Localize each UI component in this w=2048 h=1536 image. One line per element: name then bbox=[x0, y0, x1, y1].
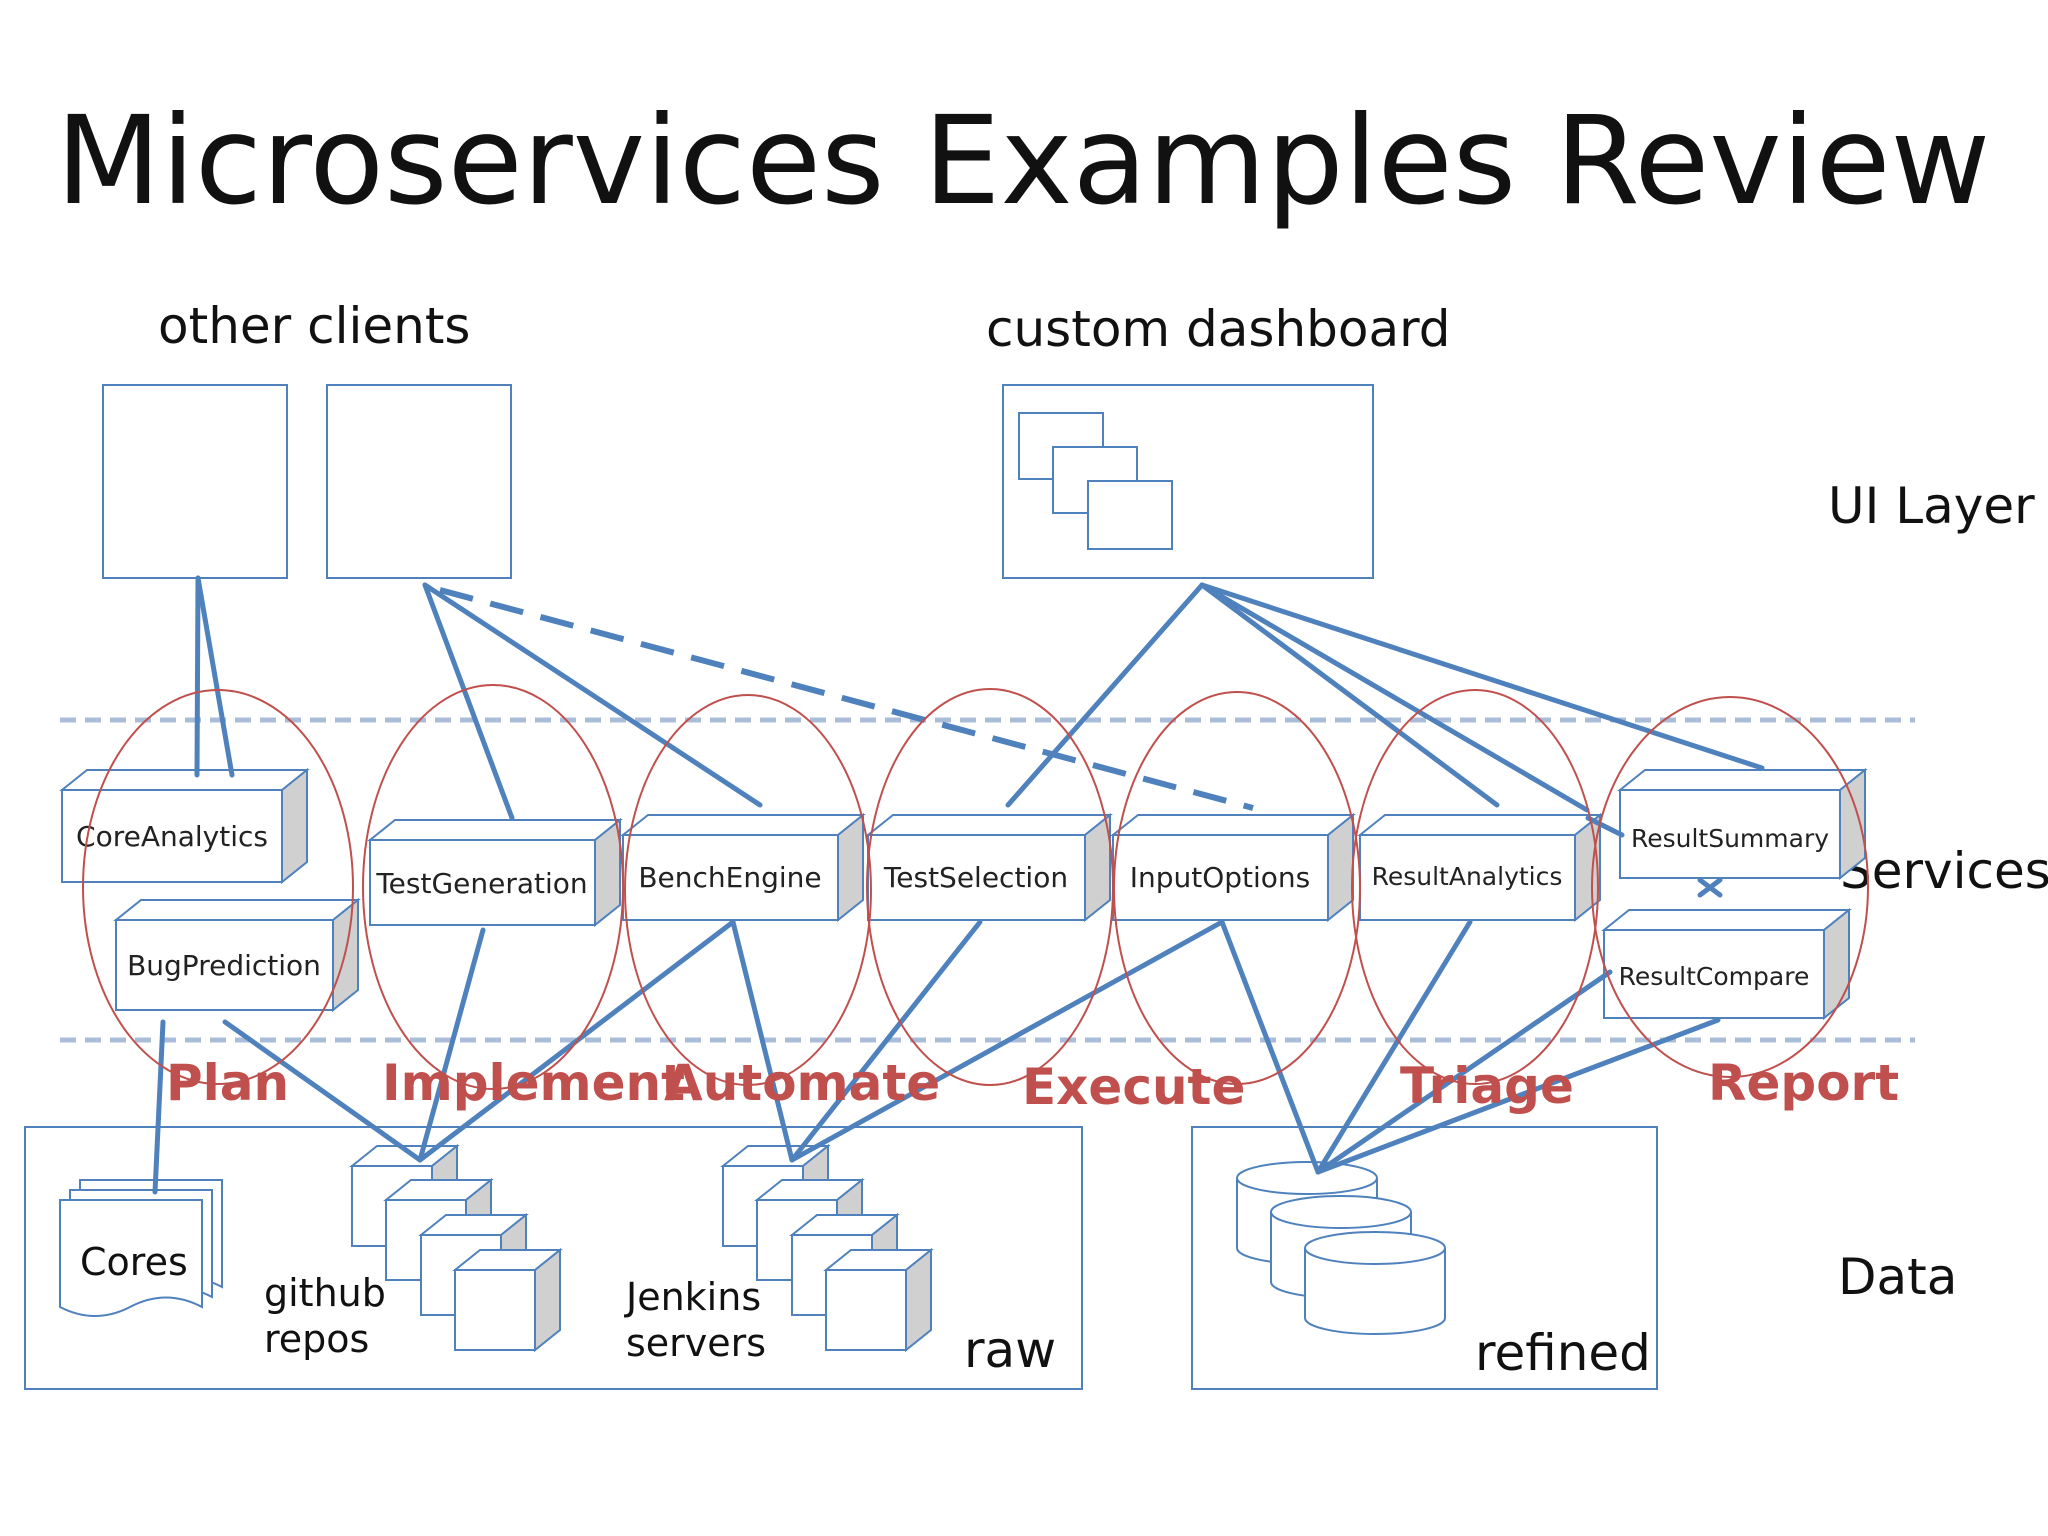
cores-label: Cores bbox=[80, 1240, 188, 1284]
refined-database-cylinders bbox=[1236, 1161, 1446, 1335]
service-box-bug-prediction: BugPrediction bbox=[113, 897, 361, 1013]
jenkins-label-line1: Jenkins bbox=[624, 1275, 761, 1319]
layer-label-ui: UI Layer bbox=[1828, 477, 2035, 535]
phase-label-automate: Automate bbox=[664, 1054, 940, 1112]
refined-label: refined bbox=[1475, 1324, 1651, 1382]
phase-ellipse-automate bbox=[624, 694, 872, 1086]
phase-label-plan: Plan bbox=[166, 1054, 289, 1112]
phase-ellipses bbox=[82, 684, 1869, 1090]
jenkins-server-cubes bbox=[720, 1143, 934, 1353]
phase-label-execute: Execute bbox=[1022, 1058, 1245, 1116]
phase-ellipse-implement bbox=[362, 684, 624, 1090]
service-label: BenchEngine bbox=[638, 861, 821, 894]
service-label: BugPrediction bbox=[127, 949, 321, 982]
service-box-result-analytics: ResultAnalytics bbox=[1357, 812, 1603, 923]
github-label-line1: github bbox=[264, 1271, 386, 1315]
service-box-bench-engine: BenchEngine bbox=[620, 812, 866, 923]
dashboard-window-icon bbox=[1087, 480, 1173, 550]
phase-label-report: Report bbox=[1708, 1054, 1899, 1112]
github-label-line2: repos bbox=[264, 1317, 369, 1361]
dashed-connector bbox=[439, 587, 1254, 811]
dashboard-box bbox=[1002, 384, 1374, 579]
client-box-2 bbox=[326, 384, 512, 579]
heading-custom-dashboard: custom dashboard bbox=[986, 300, 1451, 358]
phase-ellipse-report bbox=[1591, 696, 1869, 1078]
service-box-result-compare: ResultCompare bbox=[1601, 907, 1852, 1021]
layer-label-data: Data bbox=[1838, 1248, 1957, 1306]
service-box-input-options: InputOptions bbox=[1110, 812, 1356, 923]
phase-label-implement: Implement bbox=[382, 1054, 685, 1112]
service-label: TestSelection bbox=[883, 861, 1068, 894]
phase-label-triage: Triage bbox=[1400, 1057, 1574, 1115]
phase-ellipse-triage-2 bbox=[1351, 689, 1599, 1085]
phase-ellipse-triage bbox=[1113, 691, 1361, 1085]
service-label: ResultCompare bbox=[1619, 962, 1810, 991]
service-label: TestGeneration bbox=[375, 867, 587, 900]
service-label: CoreAnalytics bbox=[76, 820, 268, 853]
service-box-test-generation: TestGeneration bbox=[367, 817, 623, 928]
client-box-1 bbox=[102, 384, 288, 579]
github-repo-cubes bbox=[349, 1143, 563, 1353]
service-box-result-summary: ResultSummary bbox=[1617, 767, 1868, 881]
service-box-core-analytics: CoreAnalytics bbox=[59, 767, 310, 885]
cores-document-stack bbox=[59, 1179, 223, 1317]
jenkins-label-line2: servers bbox=[626, 1321, 766, 1365]
raw-label: raw bbox=[964, 1321, 1056, 1379]
service-label: ResultSummary bbox=[1631, 824, 1829, 853]
heading-other-clients: other clients bbox=[158, 297, 470, 355]
layer-label-services: Services bbox=[1840, 842, 2048, 900]
service-label: InputOptions bbox=[1130, 861, 1311, 894]
phase-ellipse-execute bbox=[866, 688, 1114, 1086]
connector-lines bbox=[152, 575, 1765, 1195]
service-box-test-selection: TestSelection bbox=[865, 812, 1113, 923]
slide-title: Microservices Examples Review bbox=[56, 90, 1991, 232]
service-label: ResultAnalytics bbox=[1372, 862, 1563, 891]
phase-ellipse-plan bbox=[82, 689, 354, 1085]
